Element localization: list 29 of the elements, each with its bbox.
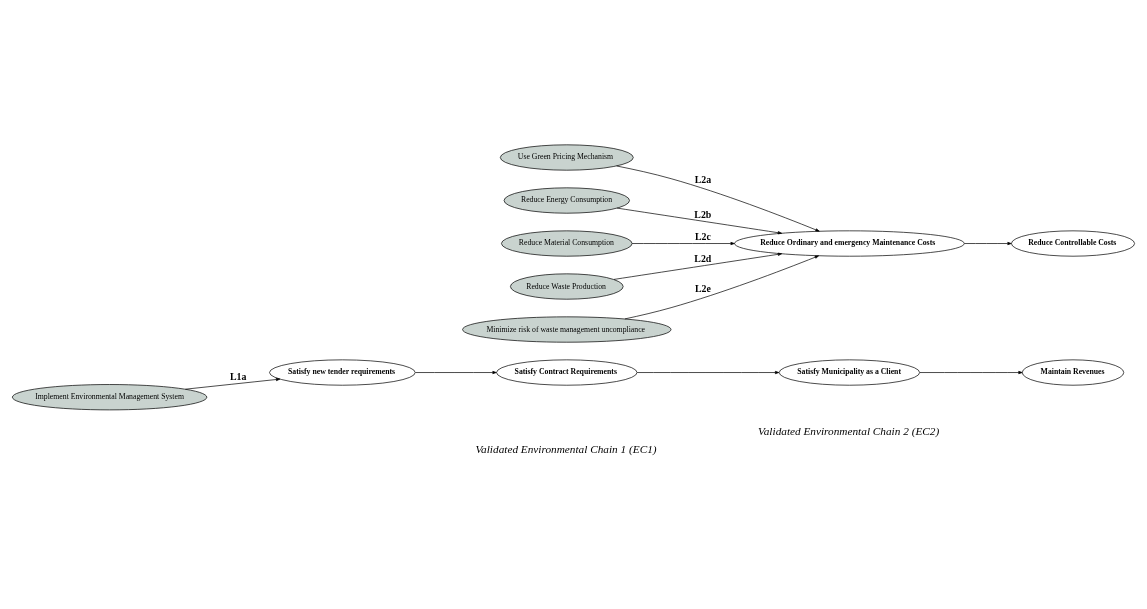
edge-label: L2b — [694, 208, 712, 220]
arrow — [616, 165, 820, 232]
edge-label: L2c — [695, 231, 711, 243]
node-ellipse: Reduce Energy Consumption — [503, 187, 630, 214]
arrow — [415, 370, 497, 375]
node-ellipse: Reduce Controllable Costs — [1011, 230, 1135, 257]
arrow — [624, 255, 819, 320]
node-ellipse: Reduce Waste Production — [510, 273, 624, 300]
node-ellipse: Maintain Revenues — [1021, 359, 1125, 386]
node-ellipse: Satisfy Contract Requirements — [496, 359, 638, 386]
arrow — [616, 207, 782, 235]
arrow — [964, 241, 1012, 246]
arrow — [185, 377, 281, 390]
node-ellipse: Implement Environmental Management System — [12, 384, 208, 411]
edge-label: L2e — [695, 283, 711, 295]
arrow — [613, 252, 783, 280]
arrow — [631, 241, 735, 246]
edge-label: L1a — [229, 370, 247, 382]
arrow — [919, 370, 1023, 375]
node-ellipse: Use Green Pricing Mechanism — [499, 144, 634, 171]
edge-label: L2a — [694, 174, 712, 186]
edge-label: L2d — [694, 252, 712, 264]
arrow — [636, 370, 780, 375]
node-ellipse: Satisfy new tender requirements — [269, 359, 416, 386]
label: Validated Environmental Chain 2 (EC2) — [758, 425, 940, 438]
node-ellipse: Reduce Material Consumption — [501, 230, 633, 257]
label: Validated Environmental Chain 1 (EC1) — [475, 443, 657, 456]
node-ellipse: Satisfy Municipality as a Client — [778, 359, 920, 386]
node-ellipse: Minimize risk of waste management uncompliance — [462, 316, 672, 343]
